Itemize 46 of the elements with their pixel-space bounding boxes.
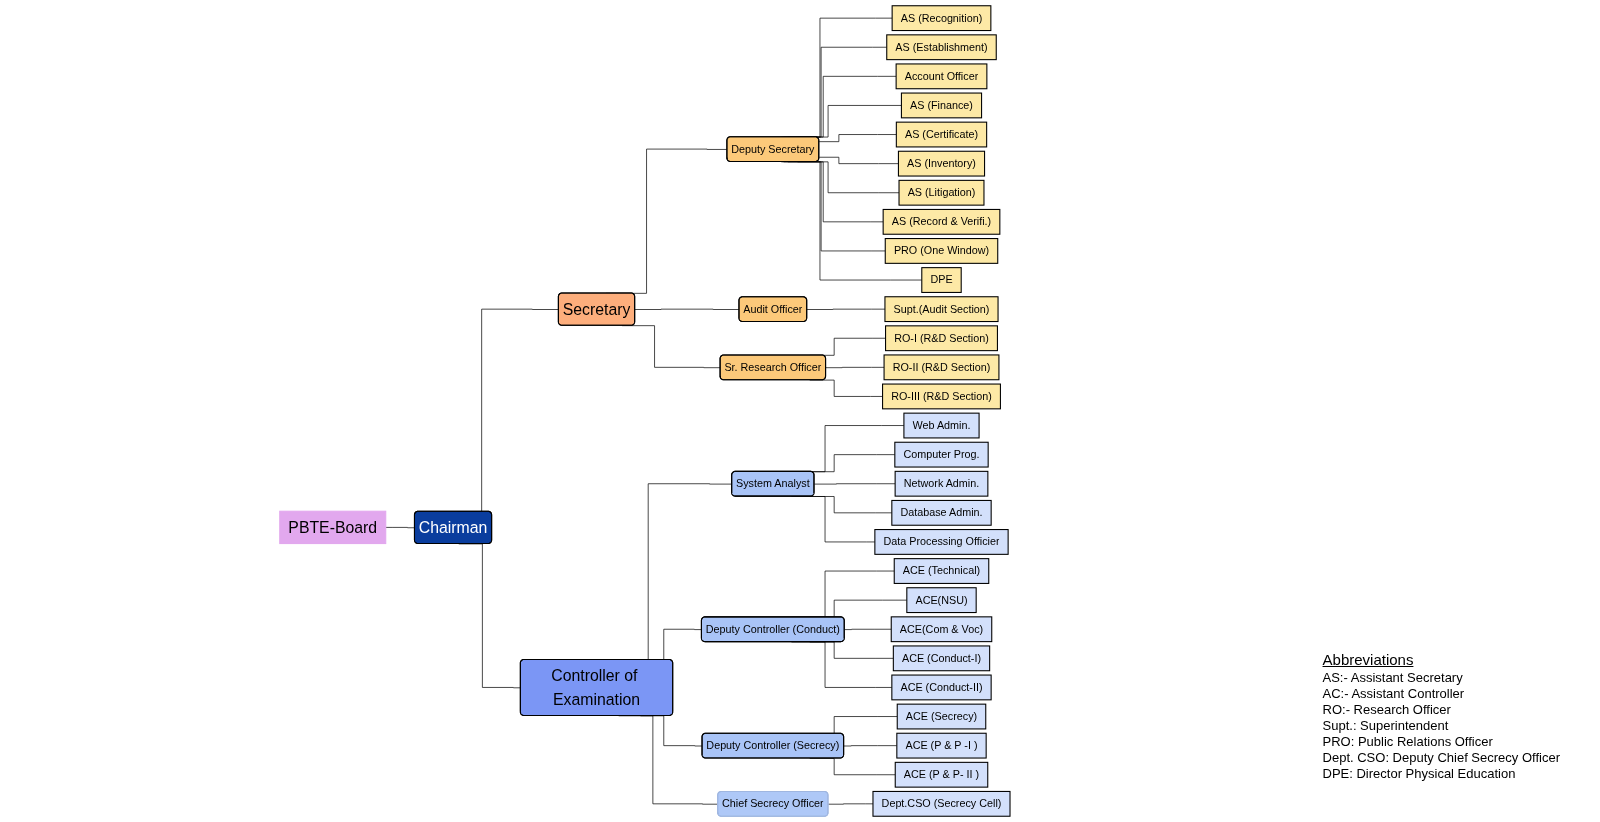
abbreviation-note: Dept. CSO: Deputy Chief Secrecy Officer	[1322, 750, 1560, 765]
node-box	[882, 208, 1001, 235]
node-box	[892, 645, 991, 672]
node-box	[882, 383, 1002, 410]
node-box	[895, 63, 988, 90]
abbreviation-note: DPE: Director Physical Education	[1322, 766, 1516, 781]
node-box	[894, 470, 989, 497]
connector	[818, 156, 899, 164]
node-box	[898, 150, 986, 177]
abbreviation-note: RO:- Research Officer	[1322, 702, 1451, 717]
node-box	[906, 587, 977, 614]
node-box	[896, 703, 987, 730]
node-box	[883, 354, 1000, 381]
node-box	[884, 296, 999, 323]
node-box	[886, 34, 997, 61]
node-box	[893, 558, 990, 584]
connector	[828, 803, 874, 805]
legend-heading: Abbreviations	[1322, 652, 1414, 668]
node-box	[891, 5, 992, 32]
connector	[634, 308, 740, 310]
node-box	[885, 325, 999, 352]
node-box	[898, 179, 985, 206]
node-box	[872, 790, 1011, 817]
connector	[825, 366, 885, 369]
node-box	[874, 529, 1009, 555]
abbreviation-note: AC:- Assistant Controller	[1322, 686, 1465, 701]
abbreviation-note: AS:- Assistant Secretary	[1322, 670, 1463, 685]
node-box	[279, 510, 387, 545]
connector	[844, 628, 892, 630]
node-box	[894, 441, 989, 468]
connector	[818, 134, 897, 142]
node-box	[921, 267, 962, 293]
connector	[814, 483, 896, 485]
node-box	[895, 121, 988, 148]
node-box	[891, 674, 992, 701]
org-chart: PBTE-Board Chairman Secretary Controller of Examination Deputy Secretary Audit Officer Sr. Research Officer AS (Recognition) AS (Establishment) Account Officer AS (Finance) AS (Certificate) AS (Inventory) AS (Litigation) AS (Record & Verifi.) PRO (One Window) DPE Supt.(Audit Section) RO-I (R&D Section) RO-II (R&D Section) RO-III (R&D Section) System Analyst Deputy Controller (Conduct) Deputy Controller (Secrecy) Chief Secrecy Officer Web Admin. Computer Prog. Network Admin. Database Admin. Data Processing Officier ACE (Technical) ACE(NSU) ACE(Com & Voc) ACE (Conduct-I) ACE (Conduct-II) ACE (Secrecy) ACE (P & P -I ) ACE (P & P- II ) Dept.CSO (Secrecy Cell)	[274, 0, 1016, 822]
node-box	[896, 732, 987, 759]
abbreviation-note: PRO: Public Relations Officer	[1322, 734, 1493, 749]
node-box	[891, 499, 992, 526]
connector	[806, 308, 886, 310]
node-box	[901, 92, 983, 119]
abbreviation-note: Supt.: Superintendent	[1322, 718, 1449, 733]
node-box	[884, 238, 999, 264]
node-box	[894, 761, 989, 788]
node-box	[890, 616, 993, 643]
node-box	[903, 412, 980, 439]
